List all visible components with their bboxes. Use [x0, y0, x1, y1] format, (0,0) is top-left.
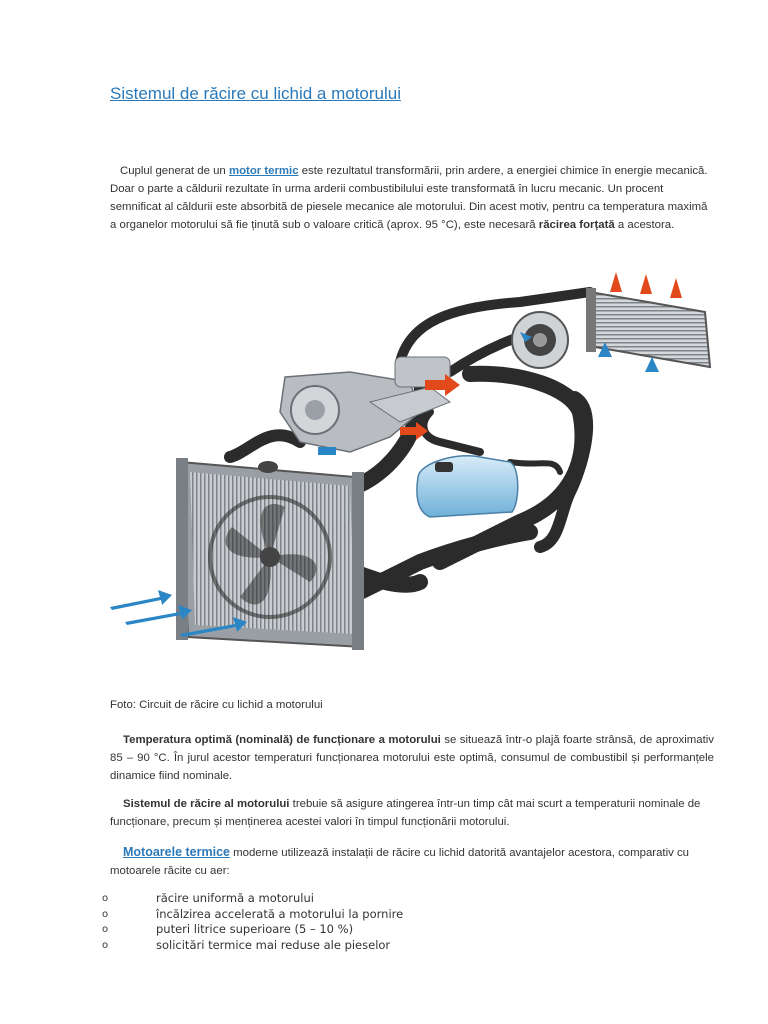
list-item-text: încălzirea accelerată a motorului la por…: [156, 906, 404, 921]
intro-text-mid: este rezultatul transformării, prin arde…: [110, 165, 708, 231]
heater-core: [586, 288, 712, 369]
cooling-circuit-illustration: [110, 272, 712, 650]
list-item: o puteri litrice superioare (5 – 10 %): [96, 922, 403, 938]
blower-fan: [511, 311, 569, 369]
optimal-temperature-text: se situează într-o plajă foarte strânsă,…: [110, 734, 714, 782]
radiator: [176, 458, 364, 650]
advantages-list: o răcire uniformă a motorului o încălzirea…: [96, 891, 403, 953]
intro-text-bold: răcirea forțată: [538, 219, 615, 231]
list-item-text: solicitări termice mai reduse ale piesel…: [156, 937, 391, 952]
thermal-engines-paragraph: Motoarele termice moderne utilizează ins…: [110, 843, 714, 880]
list-item: o răcire uniformă a motorului: [96, 891, 403, 907]
bullet-marker: o: [102, 939, 109, 951]
bullet-marker: o: [102, 893, 109, 904]
intro-paragraph: Cuplul generat de un motor termic este r…: [110, 162, 714, 234]
list-item-text: puteri litrice superioare (5 – 10 %): [156, 922, 354, 936]
water-pump: [279, 356, 452, 453]
cooling-system-text: trebuie să asigure atingerea într-un tim…: [110, 798, 701, 828]
optimal-temperature-paragraph: Temperatura optimă (nominală) de funcțio…: [110, 731, 714, 785]
cooling-system-bold: Sistemul de răcire al motorului: [123, 798, 290, 810]
list-item-text: răcire uniformă a motorului: [156, 891, 314, 905]
motor-termic-link[interactable]: motor termic: [228, 165, 299, 177]
hoses: [224, 287, 595, 600]
cooling-system-paragraph: Sistemul de răcire al motorului trebuie …: [110, 795, 714, 831]
cold-air-arrows: [110, 332, 659, 637]
expansion-tank: [416, 455, 519, 518]
page-title[interactable]: Sistemul de răcire cu lichid a motorului: [110, 84, 402, 103]
image-caption: Foto: Circuit de răcire cu lichid a moto…: [110, 699, 323, 711]
list-item: o încălzirea accelerată a motorului la po…: [96, 907, 403, 923]
motoarele-termice-link[interactable]: Motoarele termice: [123, 845, 230, 859]
bullet-marker: o: [102, 908, 109, 920]
list-item: o solicitări termice mai reduse ale piese…: [96, 938, 403, 954]
fan-icon: [225, 504, 317, 605]
bullet-marker: o: [102, 924, 109, 935]
hot-air-arrows: [400, 272, 682, 440]
thermal-engines-text: moderne utilizează instalații de răcire …: [110, 847, 690, 877]
optimal-temperature-bold: Temperatura optimă (nominală) de funcțio…: [123, 734, 441, 746]
intro-text-post: a acestora.: [614, 219, 675, 231]
intro-text-pre: Cuplul generat de un: [120, 165, 229, 177]
